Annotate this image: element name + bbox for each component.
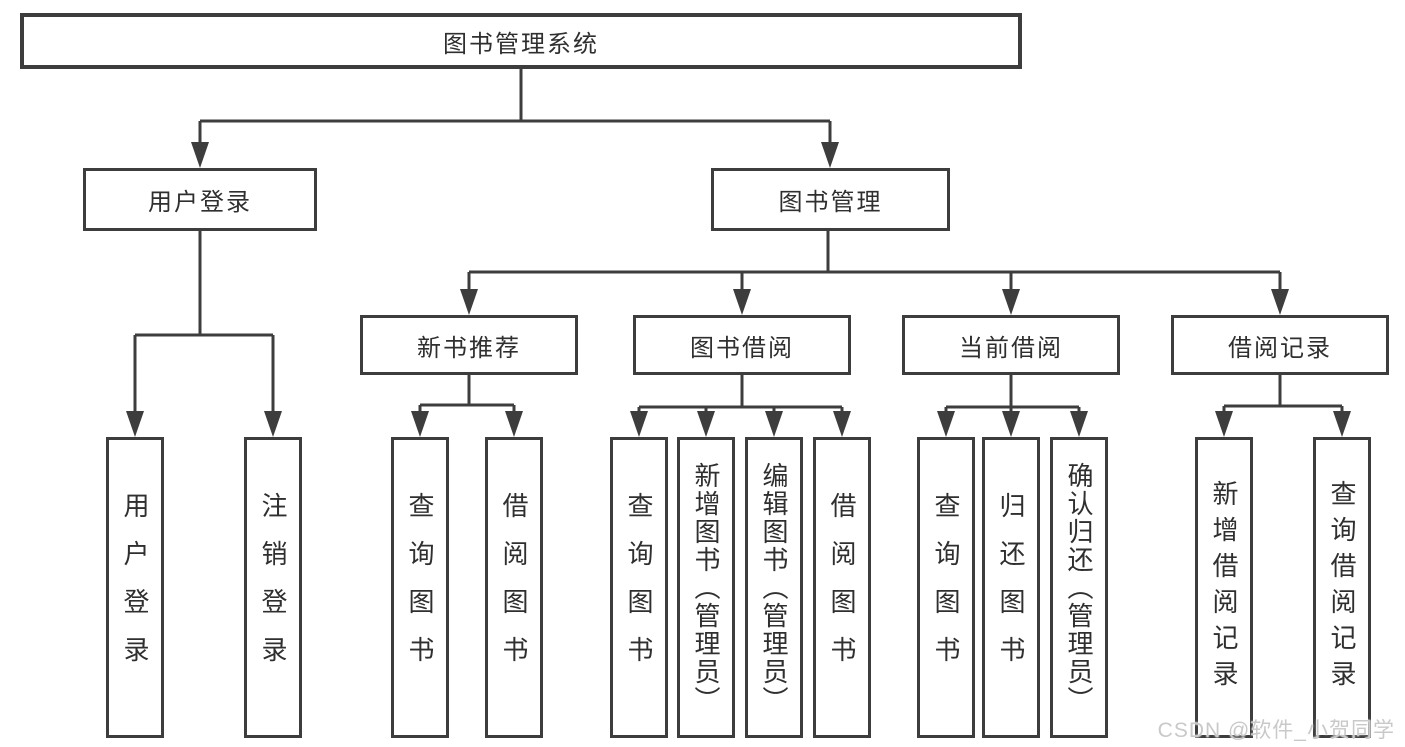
node-book-borrowing-label: 图书借阅 xyxy=(690,334,794,362)
leaf-user-login-label: 用户登录 xyxy=(120,491,150,684)
arrowhead xyxy=(765,411,783,437)
leaf-edit-book-admin-label: 编辑图书（管理员） xyxy=(759,461,789,714)
node-new-book-recommend: 新书推荐 xyxy=(360,315,578,375)
leaf-add-book-admin-label: 新增图书（管理员） xyxy=(691,461,721,714)
leaf-borrow-books-borrowing-label: 借阅图书 xyxy=(827,491,857,684)
leaf-borrow-books-recommend-label: 借阅图书 xyxy=(499,491,529,684)
edge-root-path xyxy=(198,69,832,144)
node-current-borrowing: 当前借阅 xyxy=(902,315,1120,375)
edge-user-login-path xyxy=(133,231,275,413)
node-root: 图书管理系统 xyxy=(20,13,1022,69)
leaf-user-login: 用户登录 xyxy=(106,437,164,738)
edge-book-borrowing-to-leaves xyxy=(630,375,851,437)
arrowhead xyxy=(733,289,751,315)
arrowhead xyxy=(937,411,955,437)
arrowhead xyxy=(505,411,523,437)
edge-book-management-path xyxy=(467,231,1282,291)
node-current-borrowing-label: 当前借阅 xyxy=(959,334,1063,362)
leaf-confirm-return-admin-label: 确认归还（管理员） xyxy=(1064,461,1094,714)
leaf-return-books-label: 归还图书 xyxy=(996,491,1026,684)
arrowhead xyxy=(1333,411,1351,437)
node-user-login: 用户登录 xyxy=(83,168,317,231)
leaf-borrow-books-borrowing: 借阅图书 xyxy=(813,437,871,738)
arrowhead xyxy=(1271,289,1289,315)
arrowhead xyxy=(264,411,282,437)
leaf-edit-book-admin: 编辑图书（管理员） xyxy=(745,437,803,738)
edge-book-borrowing-path xyxy=(637,375,844,412)
leaf-confirm-return-admin: 确认归还（管理员） xyxy=(1050,437,1108,738)
leaf-query-books-current: 查询图书 xyxy=(917,437,975,738)
arrowhead xyxy=(1002,289,1020,315)
leaf-add-book-admin: 新增图书（管理员） xyxy=(677,437,735,738)
node-borrowing-records: 借阅记录 xyxy=(1171,315,1389,375)
node-book-management-label: 图书管理 xyxy=(778,189,883,216)
edge-borrowing-records-path xyxy=(1222,375,1344,412)
arrowhead xyxy=(1215,411,1233,437)
arrowhead xyxy=(821,142,839,168)
node-book-borrowing: 图书借阅 xyxy=(633,315,851,375)
node-user-login-label: 用户登录 xyxy=(148,189,252,216)
edge-user-login-to-leaves xyxy=(126,231,282,437)
edge-current-borrowing-to-leaves xyxy=(937,375,1088,437)
edge-new-book-recommend-to-leaves xyxy=(411,375,523,437)
node-book-management: 图书管理 xyxy=(711,168,950,231)
edge-book-management-to-level3 xyxy=(460,231,1289,315)
node-borrowing-records-label: 借阅记录 xyxy=(1228,334,1332,362)
leaf-query-books-recommend: 查询图书 xyxy=(391,437,449,738)
edge-new-book-recommend-path xyxy=(418,375,516,412)
leaf-logout: 注销登录 xyxy=(244,437,302,738)
arrowhead xyxy=(411,411,429,437)
leaf-borrow-books-recommend: 借阅图书 xyxy=(485,437,543,738)
leaf-add-borrow-record-label: 新增借阅记录 xyxy=(1209,479,1239,696)
arrowhead xyxy=(460,289,478,315)
edge-current-borrowing-path xyxy=(944,375,1081,412)
arrowhead xyxy=(191,142,209,168)
leaf-add-borrow-record: 新增借阅记录 xyxy=(1195,437,1253,738)
arrowhead xyxy=(697,411,715,437)
leaf-logout-label: 注销登录 xyxy=(258,491,288,684)
leaf-query-books-recommend-label: 查询图书 xyxy=(405,491,435,684)
watermark: CSDN @软件_小贺同学 xyxy=(1157,719,1395,742)
node-root-label: 图书管理系统 xyxy=(443,30,599,58)
node-new-book-recommend-label: 新书推荐 xyxy=(417,334,521,362)
edge-root-to-level2 xyxy=(191,69,839,168)
arrowhead xyxy=(126,411,144,437)
arrowhead xyxy=(1070,411,1088,437)
arrowhead xyxy=(1002,411,1020,437)
arrowhead xyxy=(833,411,851,437)
leaf-query-borrow-record: 查询借阅记录 xyxy=(1313,437,1371,738)
leaf-query-books-borrowing: 查询图书 xyxy=(610,437,668,738)
leaf-return-books: 归还图书 xyxy=(982,437,1040,738)
arrowhead xyxy=(630,411,648,437)
edge-borrowing-records-to-leaves xyxy=(1215,375,1351,437)
leaf-query-books-current-label: 查询图书 xyxy=(931,491,961,684)
leaf-query-borrow-record-label: 查询借阅记录 xyxy=(1327,479,1357,696)
leaf-query-books-borrowing-label: 查询图书 xyxy=(624,491,654,684)
